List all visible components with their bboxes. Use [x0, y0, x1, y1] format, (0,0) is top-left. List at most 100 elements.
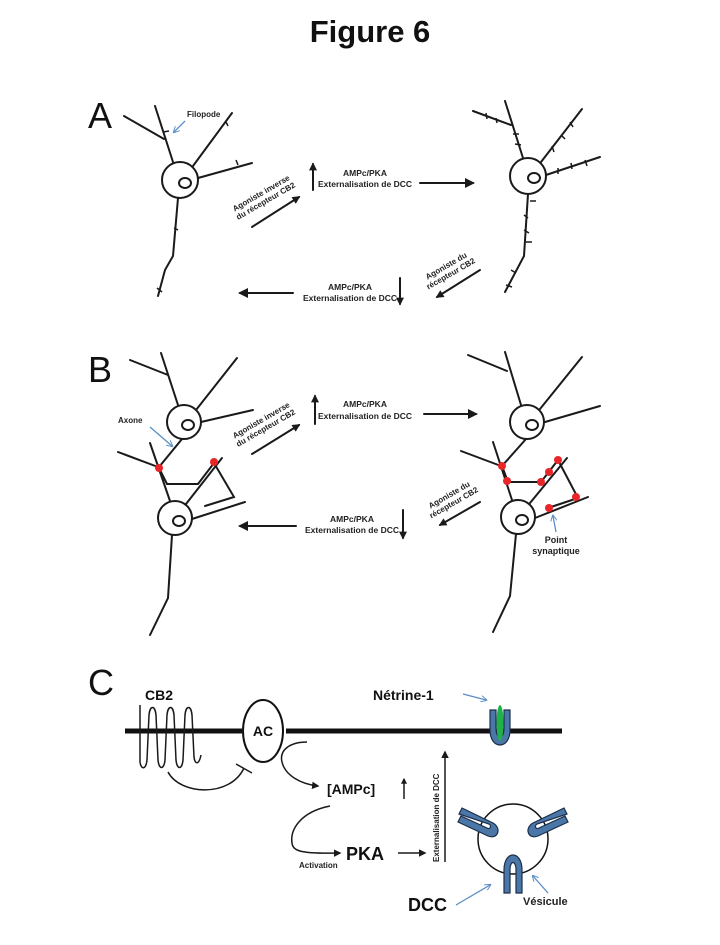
axon [501, 438, 527, 467]
adenylate-cyclase [242, 699, 284, 763]
externalisation-label: Externalisation de DCC [432, 773, 441, 862]
dcc-receptor-shape [489, 709, 511, 746]
dendrite [504, 351, 522, 406]
netrine-label: Nétrine-1 [373, 687, 434, 703]
panel-c: C CB2 AC [AMPc] Activation PKA Externali… [88, 662, 569, 915]
nucleus [515, 514, 529, 526]
dendrite [200, 409, 254, 423]
panel-a: A Filopode Agoniste inverse du récepteur… [88, 95, 601, 306]
neuron-a-left: Filopode [123, 105, 253, 297]
axone-pointer-arrow [149, 426, 172, 446]
netrine-1-ligand [496, 705, 504, 741]
panel-b: B Axone Agoniste [88, 349, 601, 636]
synapse-dot [545, 468, 553, 476]
dendrite [545, 156, 601, 176]
dendrite [129, 359, 169, 376]
synapse-dot [537, 478, 545, 486]
inhibition-bar [235, 763, 253, 774]
dcc-pointer-arrow [455, 885, 490, 906]
dendrite [154, 105, 174, 163]
filopode-pointer-arrow [174, 120, 186, 132]
dendrite [539, 356, 583, 410]
panel-a-bottom-transition: Agoniste du récepteur CB2 AMPc/PKA Exter… [238, 251, 481, 306]
figure-title: Figure 6 [310, 14, 431, 49]
synapse-dot [498, 462, 506, 470]
synapse-dot [155, 464, 163, 472]
ampc-label: [AMPc] [327, 781, 375, 797]
axon [149, 534, 173, 636]
vesicule-pointer-arrow [533, 876, 549, 894]
dendrite [504, 100, 524, 159]
nucleus [178, 177, 192, 189]
axon [492, 533, 517, 633]
netrine-pointer-arrow [462, 693, 486, 700]
axon [158, 438, 183, 468]
dendrite [191, 501, 246, 520]
dendrite [472, 110, 512, 126]
dcc-receptor-shape [527, 807, 569, 838]
synapse-dot [554, 456, 562, 464]
ac-to-ampc-arrow [280, 741, 320, 790]
inhibition-arc [167, 767, 245, 791]
axon-branch [204, 462, 236, 507]
synapse-dot [503, 477, 511, 485]
soma [161, 161, 199, 199]
ac-label: AC [253, 723, 273, 739]
synapse-label: Point [545, 535, 568, 545]
diagonal-arrow [251, 196, 301, 228]
axone-label: Axone [118, 416, 143, 425]
cb2-label: CB2 [145, 687, 173, 703]
dendrite [192, 112, 233, 167]
synapse-label: synaptique [532, 546, 580, 556]
vesicule-label: Vésicule [523, 896, 568, 908]
synapse-dot [572, 493, 580, 501]
effect-text: Externalisation de DCC [318, 179, 412, 189]
dendrite [197, 162, 253, 179]
axon-branch [159, 462, 215, 485]
cb2-receptor [139, 705, 202, 769]
dcc-receptor-shape [457, 807, 499, 838]
dendrite [544, 405, 601, 423]
diagonal-arrow [438, 501, 481, 526]
effect-text: Externalisation de DCC [305, 525, 399, 535]
ampc-to-pka-arrow [291, 805, 342, 857]
dendrite [195, 357, 238, 411]
panel-a-letter: A [88, 95, 112, 136]
activation-label: Activation [299, 861, 338, 870]
panel-b-top-transition: Agoniste inverse du récepteur CB2 AMPc/P… [231, 394, 478, 455]
axon [157, 197, 179, 297]
synapse-pointer-arrow [553, 516, 556, 533]
dendrite [117, 451, 159, 468]
effect-text: Externalisation de DCC [318, 411, 412, 421]
synapse-dots [498, 456, 580, 512]
synapse-dot [545, 504, 553, 512]
panel-b-letter: B [88, 349, 112, 390]
nucleus [181, 419, 195, 431]
membrane-dcc-receptor [489, 705, 511, 746]
dendrite [460, 450, 502, 467]
effect-text: AMPc/PKA [343, 399, 387, 409]
dcc-label: DCC [408, 895, 447, 915]
panel-a-top-transition: Agoniste inverse du récepteur CB2 AMPc/P… [231, 162, 475, 228]
dendrite [492, 441, 513, 501]
neuron-pair-b-right: Point synaptique [460, 351, 601, 633]
dendrite [160, 352, 179, 406]
dendrite [467, 354, 508, 372]
dcc-receptor-shape [503, 854, 523, 894]
synapse-dot [210, 458, 218, 466]
nucleus [527, 172, 541, 184]
dendrite [123, 115, 165, 140]
diagonal-arrow [251, 424, 301, 455]
dendrite [534, 496, 589, 519]
effect-text: Externalisation de DCC [303, 293, 397, 303]
nucleus [172, 515, 186, 527]
vesicle [477, 803, 549, 875]
effect-text: AMPc/PKA [330, 514, 374, 524]
neuron-pair-b-left: Axone [117, 352, 254, 636]
axon [504, 193, 529, 293]
pka-label: PKA [346, 844, 384, 864]
filopode-label: Filopode [187, 110, 221, 119]
panel-b-bottom-transition: Agoniste du récepteur CB2 AMPc/PKA Exter… [238, 480, 481, 540]
panel-c-letter: C [88, 662, 114, 703]
